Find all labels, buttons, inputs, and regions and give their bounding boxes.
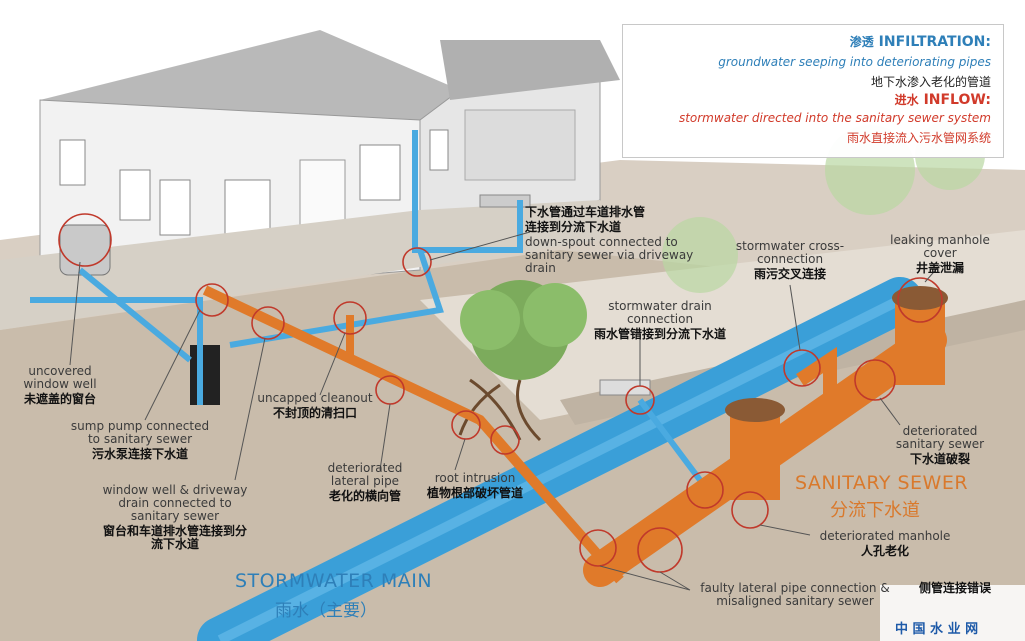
garage-roof bbox=[440, 40, 620, 100]
infiltration-desc-cn: 地下水渗入老化的管道 bbox=[870, 75, 991, 89]
label-downspout: 下水管通过车道排水管 连接到分流下水道 down-spout connected… bbox=[525, 206, 695, 275]
sump-pit bbox=[190, 345, 220, 405]
window bbox=[59, 139, 86, 186]
street-drain bbox=[599, 379, 651, 396]
cleanout-cn: 不封顶的清扫口 bbox=[272, 406, 357, 420]
sanitary-sewer-title: SANITARY SEWER bbox=[795, 472, 969, 494]
manhole-cover bbox=[892, 286, 948, 310]
manhole-top bbox=[725, 398, 785, 422]
label-lateral: deteriorated lateral pipe 老化的横向管 bbox=[310, 462, 420, 503]
label-cleanout: uncapped cleanout 不封顶的清扫口 bbox=[255, 392, 375, 420]
cross-conn-en: stormwater cross-connection bbox=[735, 239, 845, 266]
sanitary-lateral bbox=[202, 285, 624, 584]
stormwater-main-title-cn: 雨水（主要） bbox=[275, 601, 377, 621]
window bbox=[159, 179, 191, 236]
label-deteriorated-manhole: deteriorated manhole 人孔老化 bbox=[805, 530, 965, 558]
street-surface bbox=[420, 230, 1025, 420]
infiltration-cn: 渗透 bbox=[849, 35, 874, 49]
window-driveway-cn: 窗台和车道排水管连接到分流下水道 bbox=[102, 524, 247, 551]
window bbox=[429, 129, 449, 171]
storm-drain-en: stormwater drain connection bbox=[608, 299, 712, 326]
window bbox=[224, 179, 271, 236]
det-sewer-en: deteriorated sanitary sewer bbox=[895, 424, 985, 451]
downspout-cn2: 连接到分流下水道 bbox=[525, 220, 622, 234]
watermark-bg bbox=[880, 585, 1025, 641]
label-root: root intrusion 植物根部破坏管道 bbox=[410, 472, 540, 500]
downspout-en: down-spout connected to sanitary sewer v… bbox=[525, 235, 694, 275]
det-manhole-cn: 人孔老化 bbox=[860, 544, 909, 558]
window-driveway-en: window well & driveway drain connected t… bbox=[102, 483, 248, 523]
window-well-en: uncovered window well bbox=[23, 364, 97, 391]
storm-drain-cn: 雨水管错接到分流下水道 bbox=[593, 327, 726, 341]
inflow-desc-cn: 雨水直接流入污水管网系统 bbox=[846, 131, 991, 145]
label-cross-connection: stormwater cross-connection 雨污交叉连接 bbox=[735, 240, 845, 281]
label-storm-drain: stormwater drain connection 雨水管错接到分流下水道 bbox=[585, 300, 735, 341]
infiltration-desc: groundwater seeping into deteriorating p… bbox=[718, 55, 991, 69]
tree-canopy-2 bbox=[662, 217, 738, 293]
label-window-well: uncovered window well 未遮盖的窗台 bbox=[10, 365, 110, 406]
faulty-en: faulty lateral pipe connection & misalig… bbox=[700, 581, 890, 608]
lateral-en: deteriorated lateral pipe bbox=[327, 461, 403, 488]
det-sewer-cn: 下水道破裂 bbox=[909, 452, 970, 466]
faulty-cn: 侧管连接错误 bbox=[918, 581, 991, 595]
label-sump-pump: sump pump connected to sanitary sewer 污水… bbox=[70, 420, 210, 461]
label-deteriorated-sewer: deteriorated sanitary sewer 下水道破裂 bbox=[885, 425, 995, 466]
inflow-cn: 进水 bbox=[894, 93, 919, 107]
legend-box: 渗透 INFILTRATION: groundwater seeping int… bbox=[622, 24, 1004, 158]
legend-inflow-title: 进水 INFLOW: bbox=[895, 91, 991, 108]
window bbox=[359, 144, 401, 201]
cross-conn-cn: 雨污交叉连接 bbox=[753, 267, 826, 281]
inflow-desc: stormwater directed into the sanitary se… bbox=[678, 111, 991, 125]
manhole-cover-en: leaking manhole cover bbox=[890, 233, 990, 260]
window bbox=[119, 169, 151, 221]
root-cn: 植物根部破坏管道 bbox=[426, 486, 523, 500]
watermark-text: 中 国 水 业 网 bbox=[895, 622, 979, 637]
root-en: root intrusion bbox=[434, 471, 516, 485]
inflow-en: INFLOW: bbox=[923, 92, 991, 108]
cleanout-en: uncapped cleanout bbox=[257, 391, 373, 405]
det-manhole-en: deteriorated manhole bbox=[819, 529, 951, 543]
label-manhole-cover: leaking manhole cover 井盖泄漏 bbox=[890, 234, 990, 275]
lateral-cn: 老化的横向管 bbox=[328, 489, 401, 503]
callout-circles bbox=[58, 213, 943, 573]
leader-lines bbox=[69, 231, 941, 591]
garage-door bbox=[464, 109, 576, 181]
infiltration-en: INFILTRATION: bbox=[878, 34, 991, 50]
window-well bbox=[59, 224, 111, 276]
label-window-driveway: window well & driveway drain connected t… bbox=[100, 484, 250, 551]
sump-pump-cn: 污水泵连接下水道 bbox=[91, 447, 188, 461]
sump-pump-en: sump pump connected to sanitary sewer bbox=[70, 419, 210, 446]
manhole-cover-cn: 井盖泄漏 bbox=[915, 261, 964, 275]
stormwater-main-title: STORMWATER MAIN bbox=[235, 570, 433, 592]
window-well-cn: 未遮盖的窗台 bbox=[23, 392, 96, 406]
label-faulty-lateral: faulty lateral pipe connection & misalig… bbox=[690, 582, 900, 608]
label-faulty-cn: 侧管连接错误 bbox=[900, 582, 1010, 595]
manhole-shaft bbox=[730, 410, 780, 500]
sanitary-sewer-title-cn: 分流下水道 bbox=[830, 500, 920, 521]
cross-connection bbox=[796, 346, 837, 400]
downspout-cn1: 下水管通过车道排水管 bbox=[525, 205, 646, 219]
legend-infiltration-title: 渗透 INFILTRATION: bbox=[850, 33, 991, 50]
